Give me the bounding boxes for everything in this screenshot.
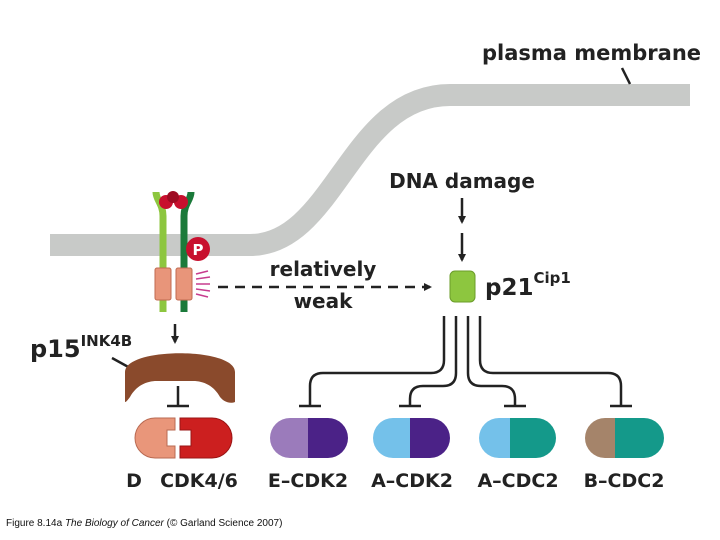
plasma-membrane — [50, 84, 690, 256]
p21-protein — [449, 270, 476, 303]
p15-protein — [125, 353, 235, 403]
p21-label-sup: Cip1 — [533, 269, 570, 287]
complex-label-b-cdc2: B–CDC2 — [584, 470, 665, 492]
cyclin-d-half — [134, 417, 176, 459]
p21-label-main: p21 — [485, 275, 533, 301]
receptor-segment-right — [175, 267, 193, 301]
cyclin-d-cdk46-complex — [134, 417, 233, 459]
complex-label-a-cdc2: A–CDC2 — [477, 470, 558, 492]
a-cdc2-left-half — [479, 418, 510, 458]
phospho-label: P — [193, 241, 204, 259]
cdk46-half — [179, 417, 233, 459]
p21-label: p21Cip1 — [485, 269, 571, 301]
complex-label-d: D — [126, 470, 142, 492]
plasma-membrane-label: plasma membrane — [482, 41, 701, 65]
p21-to-e-cdk2-line — [308, 316, 446, 406]
a-cdk2-left-half — [373, 418, 410, 458]
p15-label: p15INK4B — [30, 332, 132, 363]
a-cdc2-right-half — [510, 418, 556, 458]
caption-prefix: Figure 8.14a — [6, 518, 65, 529]
relatively-label: relatively — [270, 257, 377, 281]
dna-damage-label: DNA damage — [389, 169, 535, 193]
p15-label-main: p15 — [30, 335, 81, 363]
b-cdc2-right-half — [615, 418, 664, 458]
b-cdc2-left-half — [585, 418, 615, 458]
e-cdk2-right-half — [308, 418, 348, 458]
kinase-activity-marks — [195, 270, 211, 298]
caption-book-title: The Biology of Cancer — [64, 518, 164, 529]
p21-to-b-cdc2-line — [478, 316, 623, 406]
weak-label: weak — [294, 289, 354, 313]
a-cdc2-complex — [479, 418, 556, 458]
membrane-label-pointer — [620, 67, 632, 85]
complex-label-e-cdk2: E–CDK2 — [268, 470, 348, 492]
e-cdk2-left-half — [270, 418, 308, 458]
a-cdk2-right-half — [410, 418, 450, 458]
figure-caption: Figure 8.14a The Biology of Cancer (© Ga… — [6, 518, 282, 529]
p21-to-a-cdk2-line — [408, 316, 458, 406]
a-cdk2-complex — [373, 418, 450, 458]
e-cdk2-complex — [270, 418, 348, 458]
ligand — [159, 191, 188, 209]
phospho-badge — [186, 237, 210, 261]
receptor-segment-left — [154, 267, 172, 301]
p21-to-a-cdc2-line — [466, 316, 517, 406]
receptor: P — [152, 191, 211, 312]
p21-inhibition-lines — [299, 316, 632, 408]
caption-suffix: (© Garland Science 2007) — [163, 518, 283, 529]
p15-inhibition-bar — [167, 386, 189, 408]
b-cdc2-complex — [585, 418, 664, 458]
complex-label-a-cdk2: A–CDK2 — [371, 470, 453, 492]
complex-label-cdk46: CDK4/6 — [160, 470, 238, 492]
p15-label-sup: INK4B — [81, 332, 133, 350]
